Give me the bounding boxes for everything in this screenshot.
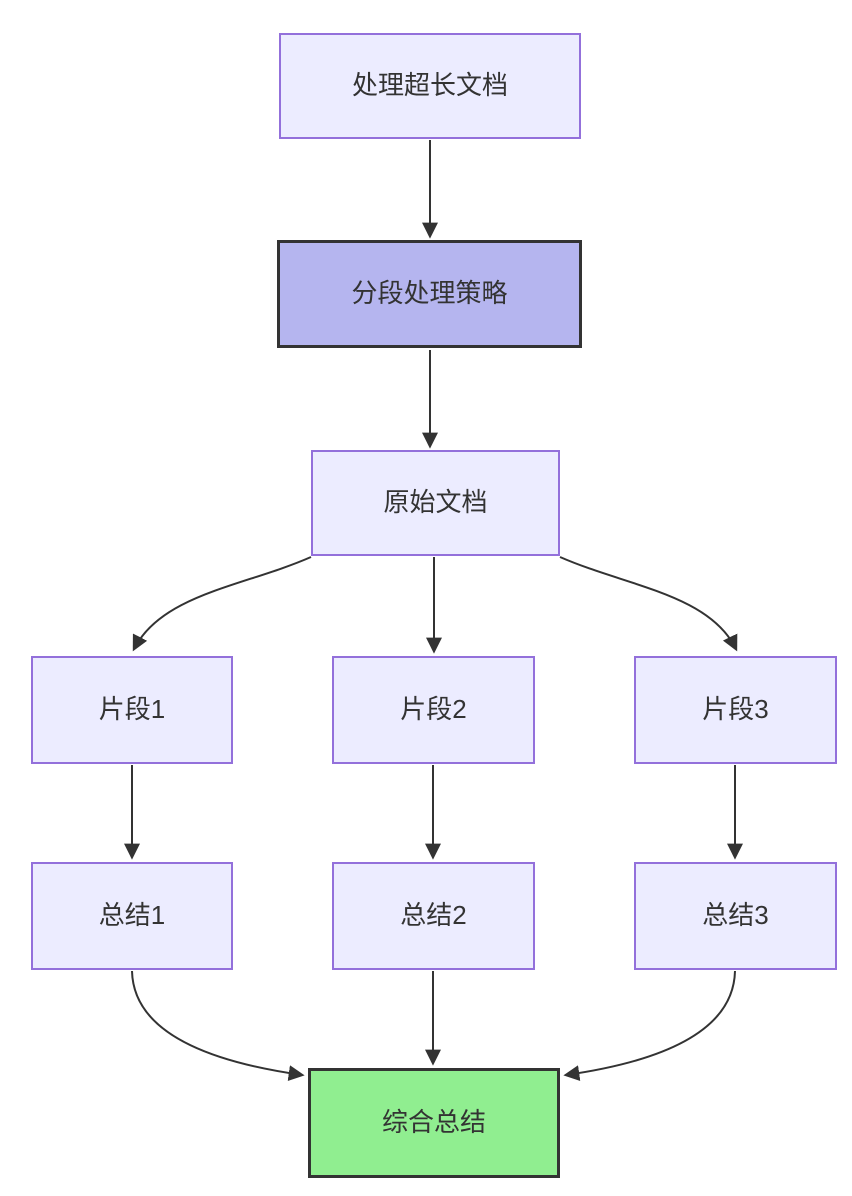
node-summary-1: 总结1 — [31, 862, 233, 970]
edge-c-d1 — [132, 556, 312, 652]
node-label: 总结1 — [98, 900, 166, 931]
node-segmentation-strategy: 分段处理策略 — [277, 240, 582, 348]
node-label: 总结3 — [702, 900, 769, 931]
node-label: 总结2 — [400, 900, 467, 931]
node-label: 综合总结 — [381, 1107, 486, 1138]
node-label: 分段处理策略 — [351, 278, 508, 309]
edge-s1-f — [131, 970, 305, 1082]
node-summary-2: 总结2 — [332, 862, 535, 970]
node-process-long-doc: 处理超长文档 — [279, 33, 581, 139]
node-label: 原始文档 — [383, 487, 488, 518]
node-label: 片段3 — [702, 694, 769, 725]
edge-c-d3 — [559, 556, 738, 652]
node-label: 片段1 — [98, 694, 166, 725]
node-original-document: 原始文档 — [311, 450, 560, 556]
node-fragment-1: 片段1 — [31, 656, 233, 764]
node-label: 片段2 — [400, 694, 467, 725]
node-fragment-3: 片段3 — [634, 656, 837, 764]
node-final-summary: 综合总结 — [308, 1068, 560, 1178]
node-label: 处理超长文档 — [351, 70, 508, 101]
node-fragment-2: 片段2 — [332, 656, 535, 764]
edge-s3-f — [563, 970, 736, 1082]
node-summary-3: 总结3 — [634, 862, 837, 970]
